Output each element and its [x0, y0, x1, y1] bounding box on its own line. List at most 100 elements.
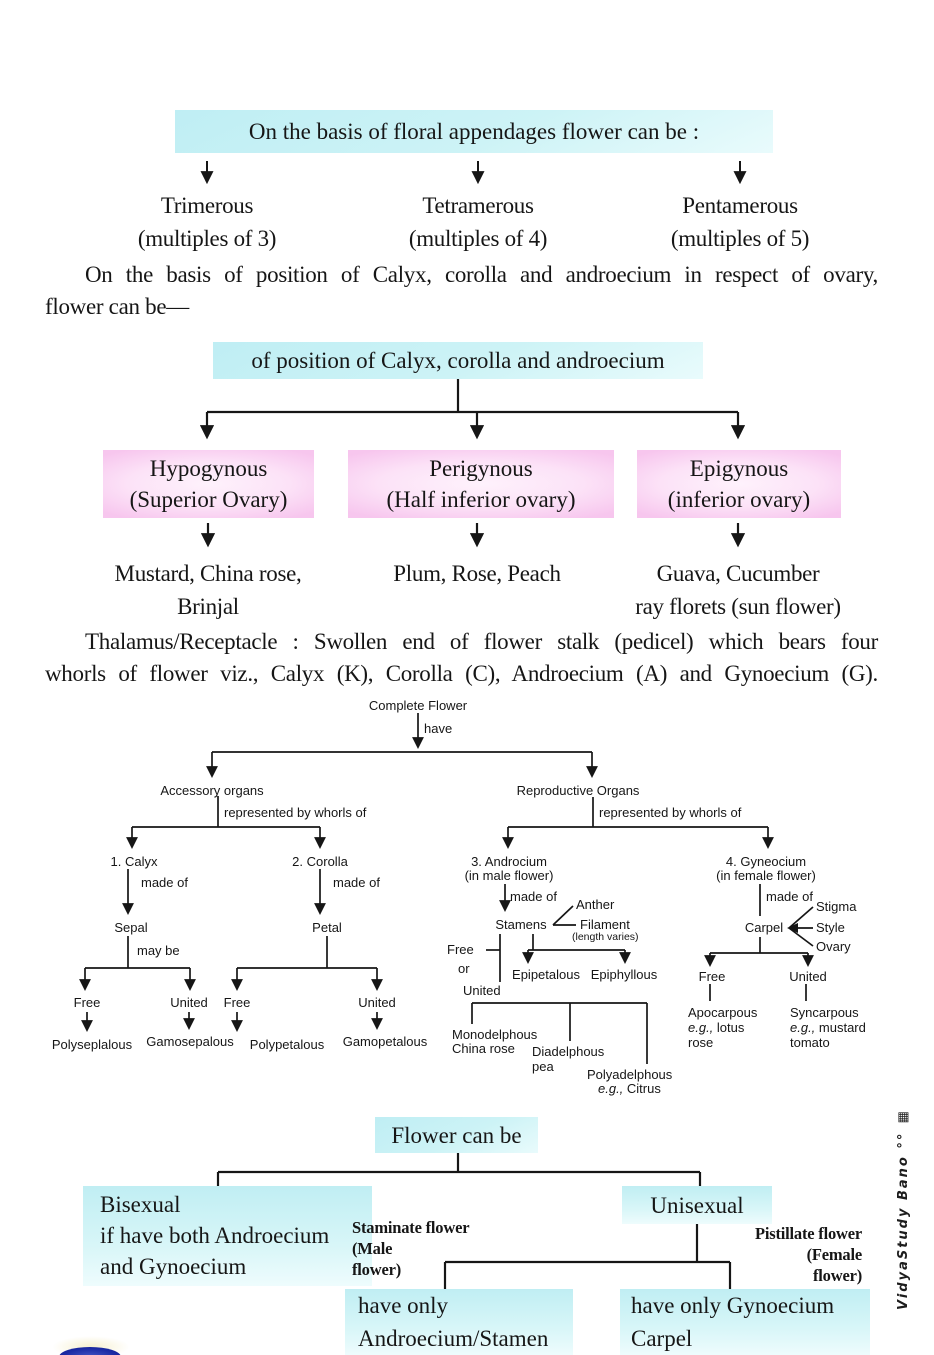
perigynous-box: Perigynous (Half inferior ovary): [348, 450, 614, 518]
apocarpous-example2: rose: [688, 1035, 714, 1050]
polypetalous-label: Polypetalous: [249, 1037, 325, 1052]
floral-appendages-title: On the basis of floral appendages flower…: [248, 119, 700, 144]
petal-label: Petal: [312, 920, 342, 935]
carpel-united-label: United: [789, 969, 827, 984]
gamopetalous-label: Gamopetalous: [342, 1034, 428, 1049]
stamens-or-label: or: [458, 961, 470, 976]
hypogynous-examples-line2: Brinjal: [177, 594, 239, 619]
staminate-line1: Staminate flower: [352, 1218, 470, 1237]
perigynous-examples: Plum, Rose, Peach: [393, 561, 561, 586]
polysepalous-label: Polyseplalous: [51, 1037, 133, 1052]
androecium-made-of-label: made of: [510, 889, 557, 904]
accessory-organs-label: Accessory organs: [160, 783, 264, 798]
carpel-label: Carpel: [744, 920, 784, 935]
pistillate-line2: (Female: [806, 1245, 863, 1264]
gynoecium-made-of-label: made of: [766, 889, 813, 904]
hypogynous-box: Hypogynous (Superior Ovary): [103, 450, 314, 518]
pentamerous-sub: (multiples of 5): [670, 226, 810, 251]
diadelphous-example: pea: [532, 1059, 554, 1074]
stigma-label: Stigma: [816, 899, 857, 914]
syncarpous-example1: e.g., mustard: [790, 1020, 866, 1036]
androecium-sub: (in male flower): [464, 868, 554, 883]
syncarpous-example2: tomato: [790, 1035, 830, 1050]
staminate-result-line1: have only: [358, 1292, 449, 1318]
bisexual-line3: and Gynoecium: [100, 1253, 247, 1279]
diadelphous-label: Diadelphous: [532, 1044, 605, 1059]
style-label: Style: [816, 920, 845, 935]
reproductive-organs-label: Reproductive Organs: [516, 783, 640, 798]
eg-abbrev: e.g.,: [790, 1020, 816, 1035]
hypogynous-label: Hypogynous: [149, 456, 268, 481]
stamens-free-label: Free: [447, 942, 474, 957]
unisexual-box: Unisexual: [622, 1186, 772, 1224]
tetramerous-label: Tetramerous: [422, 193, 534, 218]
apocarpous-example1: e.g., lotus: [688, 1020, 745, 1036]
epigynous-label: Epigynous: [689, 456, 789, 481]
thalamus-line2: whorls of flower viz., Calyx (K), Coroll…: [45, 661, 878, 686]
gynoecium-sub: (in female flower): [716, 868, 816, 883]
polyadelphous-example: e.g., Citrus: [598, 1081, 661, 1097]
bisexual-label: Bisexual: [100, 1192, 181, 1218]
polyadelphous-label: Polyadelphous: [587, 1067, 673, 1082]
epigynous-sub: (inferior ovary): [667, 487, 811, 512]
corolla-united-label: United: [358, 995, 396, 1010]
trimerous-label: Trimerous: [160, 193, 254, 218]
androecium-label: 3. Androcium: [471, 854, 547, 869]
blue-dot-artifact: [59, 1347, 121, 1355]
monodelphous-example: China rose: [452, 1041, 515, 1056]
monodelphous-label: Monodelphous: [452, 1027, 538, 1042]
filament-note: (length varies): [572, 931, 639, 943]
unisexual-label: Unisexual: [650, 1192, 744, 1218]
citrus-text: Citrus: [623, 1081, 661, 1096]
calyx-made-of-label: made of: [141, 875, 188, 890]
staminate-result-line2: Androecium/Stamen: [358, 1325, 549, 1351]
gynoecium-label: 4. Gyneocium: [725, 854, 807, 869]
paragraph-ovary-line1: On the basis of position of Calyx, corol…: [85, 262, 878, 287]
stamens-label: Stamens: [495, 917, 547, 932]
hypogynous-examples-line1: Mustard, China rose,: [114, 561, 302, 586]
stamens-united-label: United: [463, 983, 501, 998]
accessory-rep-label: represented by whorls of: [224, 805, 367, 820]
thalamus-line1: Thalamus/Receptacle : Swollen end of flo…: [85, 629, 878, 654]
eg-abbrev: e.g.,: [598, 1081, 624, 1096]
corolla-made-of-label: made of: [333, 875, 380, 890]
margin-handwriting: VidyaStudy Bano °° ▦: [896, 1108, 911, 1310]
epiphyllous-label: Epiphyllous: [590, 967, 658, 982]
bisexual-box: Bisexual if have both Androecium and Gyn…: [83, 1186, 372, 1286]
reproductive-rep-label: represented by whorls of: [599, 805, 742, 820]
epigynous-examples-line2: ray florets (sun flower): [635, 594, 841, 619]
epigynous-box: Epigynous (inferior ovary): [637, 450, 841, 518]
carpel-free-label: Free: [698, 969, 726, 984]
staminate-line3: flower): [352, 1260, 401, 1279]
epigynous-examples-line1: Guava, Cucumber: [656, 561, 820, 586]
may-be-label: may be: [137, 943, 180, 958]
perigynous-sub: (Half inferior ovary): [386, 487, 576, 512]
sepal-label: Sepal: [114, 920, 148, 935]
lotus-text: lotus: [713, 1020, 745, 1035]
flower-can-be-title: Flower can be: [391, 1122, 522, 1148]
floral-appendages-title-box: On the basis of floral appendages flower…: [175, 110, 773, 153]
trimerous-sub: (multiples of 3): [137, 226, 277, 251]
gamosepalous-label: Gamosepalous: [146, 1034, 234, 1049]
complete-flower-label: Complete Flower: [368, 698, 468, 713]
ovary-label: Ovary: [816, 939, 851, 954]
pistillate-line3: flower): [813, 1266, 862, 1285]
staminate-result-box: have only Androecium/Stamen: [345, 1289, 573, 1355]
corolla-label: 2. Corolla: [292, 854, 348, 869]
epipetalous-label: Epipetalous: [512, 967, 580, 982]
staminate-line2: (Male: [352, 1239, 393, 1258]
pistillate-result-line1: have only Gynoecium: [631, 1292, 835, 1318]
flower-can-be-box: Flower can be: [375, 1117, 538, 1153]
pistillate-line1: Pistillate flower: [754, 1224, 862, 1243]
syncarpous-label: Syncarpous: [790, 1005, 859, 1020]
calyx-united-label: United: [170, 995, 208, 1010]
apocarpous-label: Apocarpous: [688, 1005, 758, 1020]
calyx-free-label: Free: [73, 995, 101, 1010]
calyx-label: 1. Calyx: [110, 854, 158, 869]
pistillate-result-line2: Carpel: [631, 1325, 693, 1351]
perigynous-label: Perigynous: [429, 456, 533, 481]
hypogynous-sub: (Superior Ovary): [129, 487, 288, 512]
corolla-free-label: Free: [223, 995, 251, 1010]
